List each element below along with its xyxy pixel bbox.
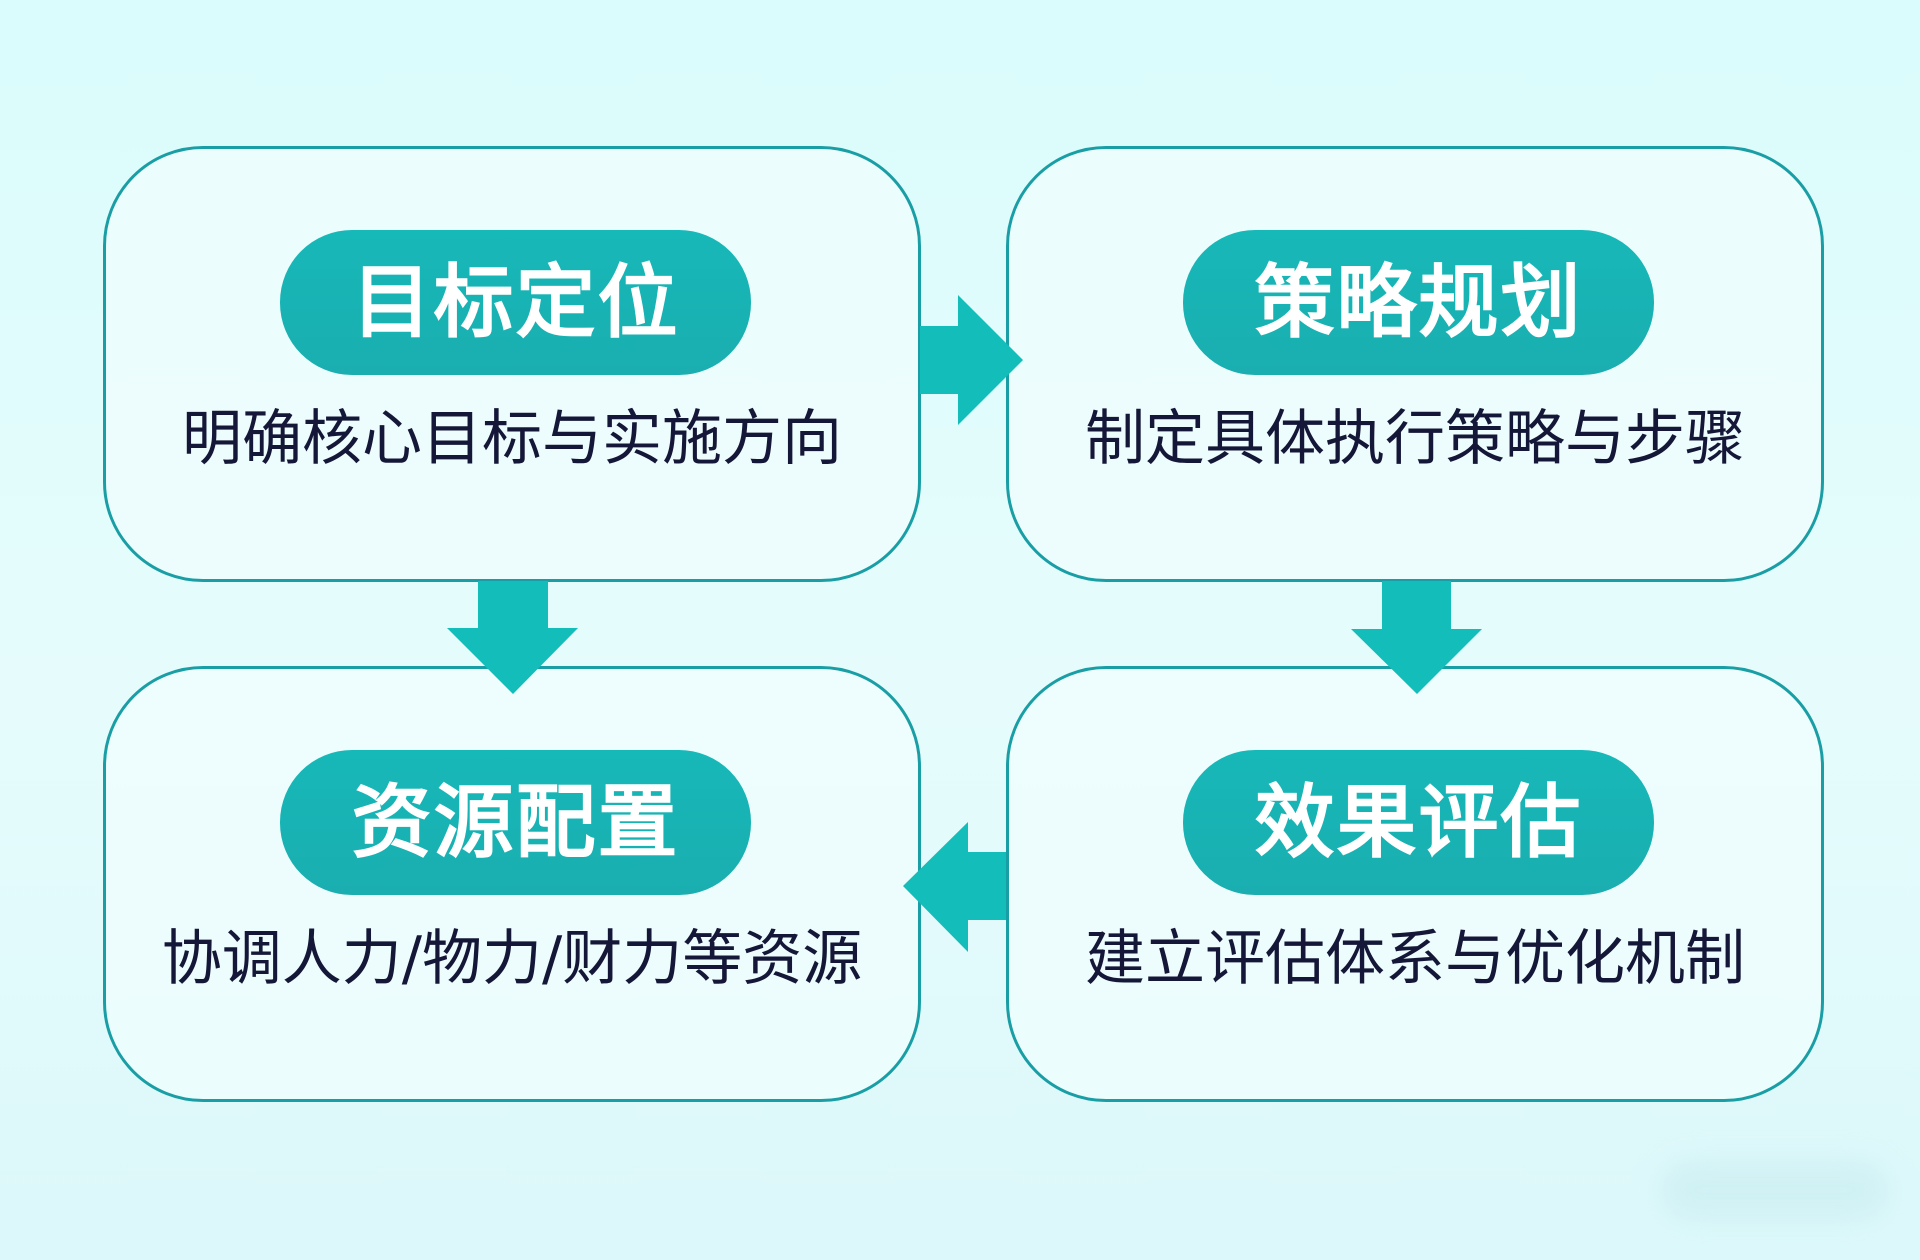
step-card-strategy-planning: 策略规划 制定具体执行策略与步骤	[1006, 146, 1824, 582]
step-title: 效果评估	[1254, 775, 1583, 869]
step-title: 策略规划	[1254, 255, 1583, 349]
step-title-pill: 策略规划	[1183, 230, 1654, 375]
step-title: 资源配置	[351, 775, 680, 869]
background-smudge	[1660, 1160, 1890, 1220]
step-title-pill: 资源配置	[280, 750, 751, 895]
step-card-goal-positioning: 目标定位 明确核心目标与实施方向	[103, 146, 921, 582]
step-title-pill: 目标定位	[280, 230, 751, 375]
step-title-pill: 效果评估	[1183, 750, 1654, 895]
step-card-effect-evaluation: 效果评估 建立评估体系与优化机制	[1006, 666, 1824, 1102]
step-description: 协调人力/物力/财力等资源	[161, 924, 863, 994]
step-title: 目标定位	[351, 255, 680, 349]
step-description: 明确核心目标与实施方向	[182, 404, 842, 474]
step-description: 建立评估体系与优化机制	[1085, 924, 1745, 994]
step-description: 制定具体执行策略与步骤	[1085, 404, 1745, 474]
step-card-resource-allocation: 资源配置 协调人力/物力/财力等资源	[103, 666, 921, 1102]
